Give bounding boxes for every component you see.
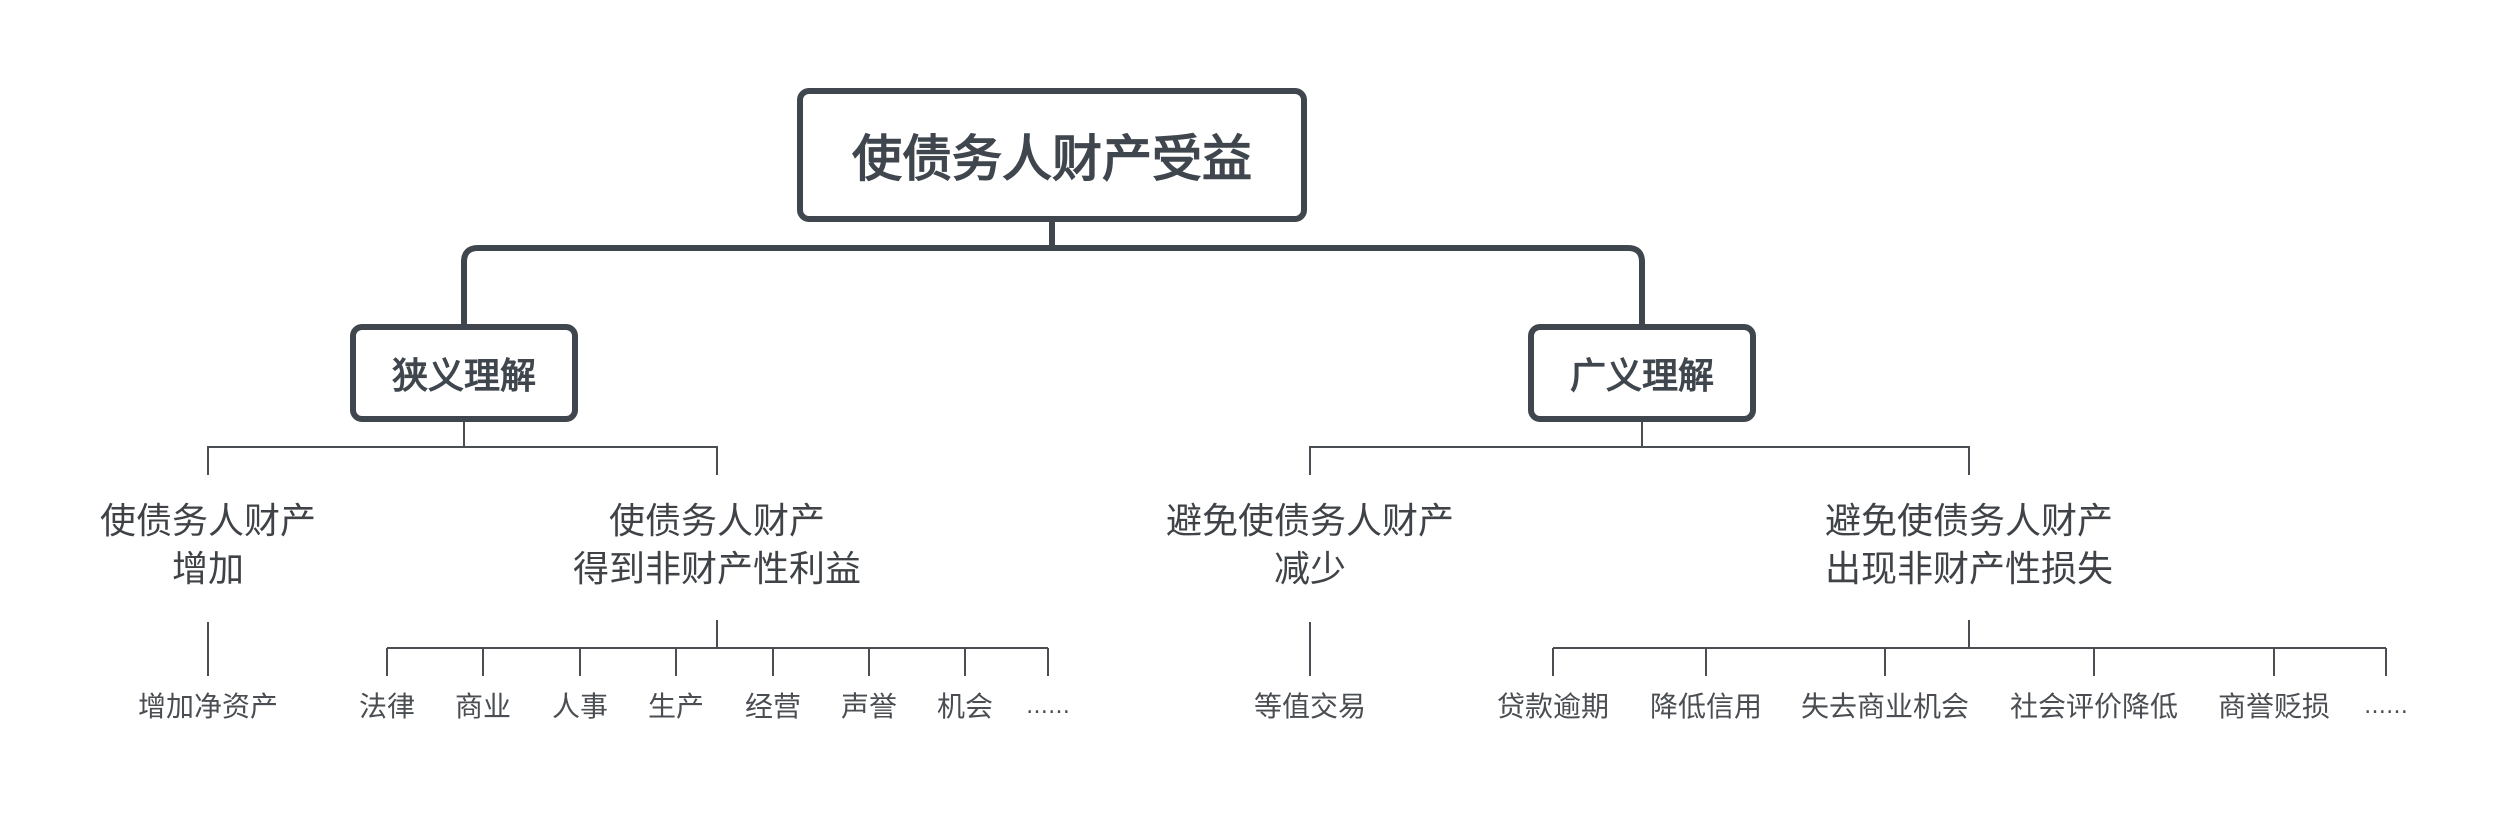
root-label: 使债务人财产受益	[852, 130, 1252, 188]
increase-line2: 增加	[171, 549, 244, 590]
avoid-loss-node: 避免使债务人财产 出现非财产性损失	[1769, 498, 2169, 594]
leaf-nonproperty-6: 机会	[936, 690, 994, 723]
leaf-avoid-loss-0: 贷款逾期	[1496, 690, 1610, 723]
increase-line1: 使债务人财产	[99, 501, 316, 542]
narrow-node: 狭义理解	[350, 324, 578, 422]
leaf-nonproperty-1: 商业	[454, 690, 512, 723]
nonproperty-line1: 使债务人财产	[608, 501, 825, 542]
leaf-nonproperty-3: 生产	[647, 690, 705, 723]
increase-node: 使债务人财产 增加	[58, 498, 358, 594]
avoid-loss-bracket	[1552, 620, 2387, 676]
broad-node: 广义理解	[1528, 324, 1756, 422]
leaf-nonproperty-0: 法律	[358, 690, 416, 723]
leaf-avoid-loss-2: 失去商业机会	[1800, 690, 1970, 723]
leaf-avoid-decrease-0: 等值交易	[1253, 690, 1367, 723]
leaf-increase-0: 增加净资产	[137, 690, 279, 723]
nonproperty-line2: 得到非财产性利益	[572, 549, 861, 590]
level1-bracket	[461, 245, 1645, 324]
leaf-nonproperty-2: 人事	[551, 690, 609, 723]
avoid-decrease-line2: 减少	[1273, 549, 1346, 590]
narrow-bracket	[207, 422, 718, 475]
broad-bracket	[1309, 422, 1970, 475]
leaf-avoid-loss-1: 降低信用	[1649, 690, 1763, 723]
root-node: 使债务人财产受益	[797, 88, 1307, 222]
leaf-avoid-loss-3: 社会评价降低	[2009, 690, 2179, 723]
leaf-avoid-loss-4: 商誉贬损	[2217, 690, 2331, 723]
avoid-decrease-line1: 避免使债务人财产	[1165, 501, 1454, 542]
avoid-loss-line2: 出现非财产性损失	[1824, 549, 2113, 590]
leaf-nonproperty-5: 声誉	[840, 690, 898, 723]
leaf-nonproperty-7: ……	[1026, 694, 1070, 719]
nonproperty-node: 使债务人财产 得到非财产性利益	[517, 498, 917, 594]
narrow-label: 狭义理解	[391, 356, 536, 397]
avoid-loss-line1: 避免使债务人财产	[1824, 501, 2113, 542]
broad-label: 广义理解	[1569, 356, 1714, 397]
leaf-avoid-loss-5: ……	[2364, 694, 2408, 719]
leaf-nonproperty-4: 经营	[744, 690, 802, 723]
avoid-decrease-node: 避免使债务人财产 减少	[1135, 498, 1485, 594]
nonproperty-bracket	[386, 620, 1049, 676]
